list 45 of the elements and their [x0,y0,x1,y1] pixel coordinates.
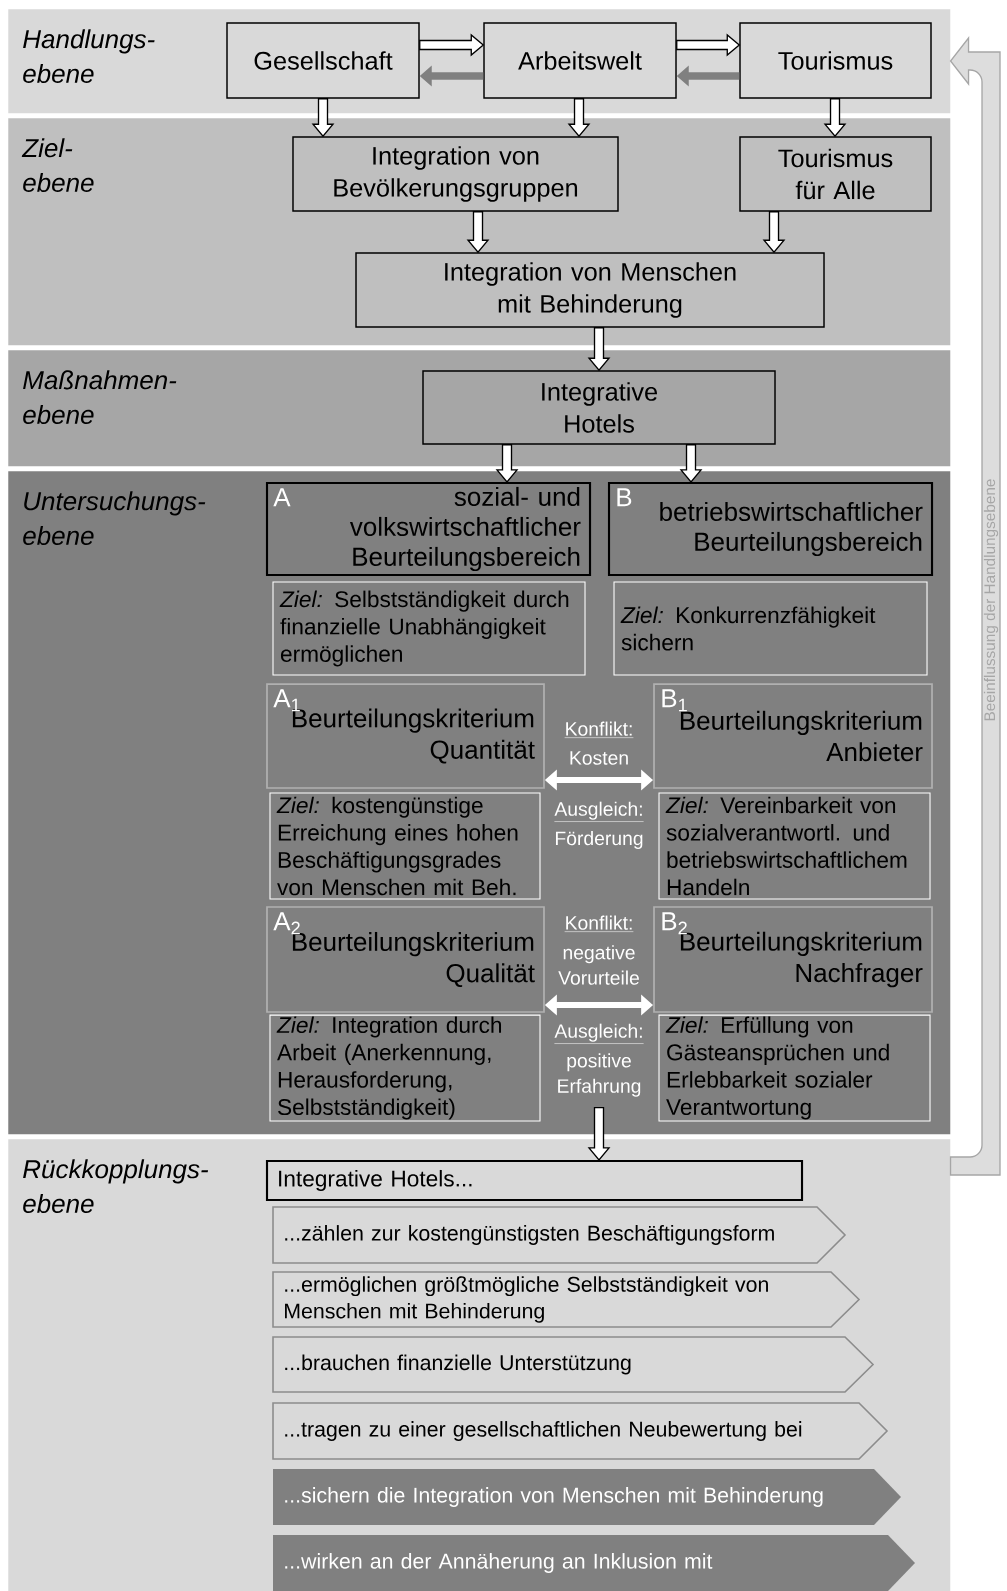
block-arrow [762,211,786,254]
block-arrow [587,327,611,372]
process-box: Tourismus [739,22,932,99]
block-arrow [567,98,591,138]
process-box: Integration von Menschen mit Behinderung [355,252,825,328]
note-text: negative Vorurteile [558,945,639,985]
criterion-box: Beurteilungskriterium Anbieter B$_{1}$ [653,683,933,789]
process-box: Integrative Hotels [422,370,776,445]
pointed-banner: ...sichern die Integration von Menschen mit Behinderung [273,1469,901,1525]
section-box: betriebswirtschaftlicher Beurteilungsbereich B [607,481,934,577]
goal-box: Ziel: Erfüllung von Gästeansprüchen und Erlebbarkeit sozialer Verantwortung [658,1014,931,1122]
section-box: sozial- und volkswirtschaftlicher Beurteilungsbereich A [265,481,592,577]
process-box: Integration von Bevölkerungsgruppen [292,136,619,212]
pointed-banner: ...tragen zu einer gesellschaftlichen Neubewertung bei [272,1402,889,1460]
block-arrow [679,444,703,483]
block-arrow [587,1106,611,1161]
goal-box: Ziel: Selbstständigkeit durch finanzielle Unabhängigkeit ermöglichen [272,581,586,676]
criterion-box: Beurteilungskriterium Nachfrager B$_{2}$ [653,906,933,1013]
note-text: Förderung [556,831,643,849]
header-box: Integrative Hotels... [265,1159,804,1202]
pointed-banner: ...brauchen finanzielle Unterstützung [272,1336,875,1393]
note-text: positive Erfahrung [558,1053,641,1097]
block-arrow [676,33,741,57]
goal-box: Ziel: kostengünstige Erreichung eines hohen Beschäftigungsgrades von Menschen mit Beh. [269,792,541,900]
goal-box: Ziel: Integration durch Arbeit (Anerkennung, Herausforderung, Selbstständigkeit) [269,1014,541,1122]
underlined-label: Konflikt: [564,721,634,738]
criterion-box: Beurteilungskriterium Qualität A$_{2}$ [266,906,545,1013]
process-box: Tourismus für Alle [739,136,932,212]
goal-box: Ziel: Vereinbarkeit von sozialverantwortl. und betriebswirtschaftlichem Handeln [658,792,931,900]
pointed-banner: ...ermöglichen größtmögliche Selbstständigkeit von Menschen mit Behinderung [272,1271,861,1328]
block-arrow [495,444,519,483]
underlined-label: Konflikt: [564,915,634,932]
underlined-label: Ausgleich: [554,801,644,822]
block-arrow [311,98,335,138]
goal-box: Ziel: Konkurrenzfähigkeit sichern [613,581,928,676]
process-box: Gesellschaft [226,22,420,99]
block-arrow [466,211,490,254]
pointed-banner: ...zählen zur kostengünstigsten Beschäftigungsform [272,1206,847,1264]
underlined-label: Ausgleich: [554,1023,644,1044]
pointed-banner: ...wirken an der Annäherung an Inklusion mit [273,1535,915,1591]
criterion-box: Beurteilungskriterium Quantität A$_{1}$ [266,683,545,789]
block-arrow [823,98,847,138]
note-text: Kosten [570,751,628,765]
block-arrow [419,33,485,57]
process-box: Arbeitswelt [483,22,677,99]
